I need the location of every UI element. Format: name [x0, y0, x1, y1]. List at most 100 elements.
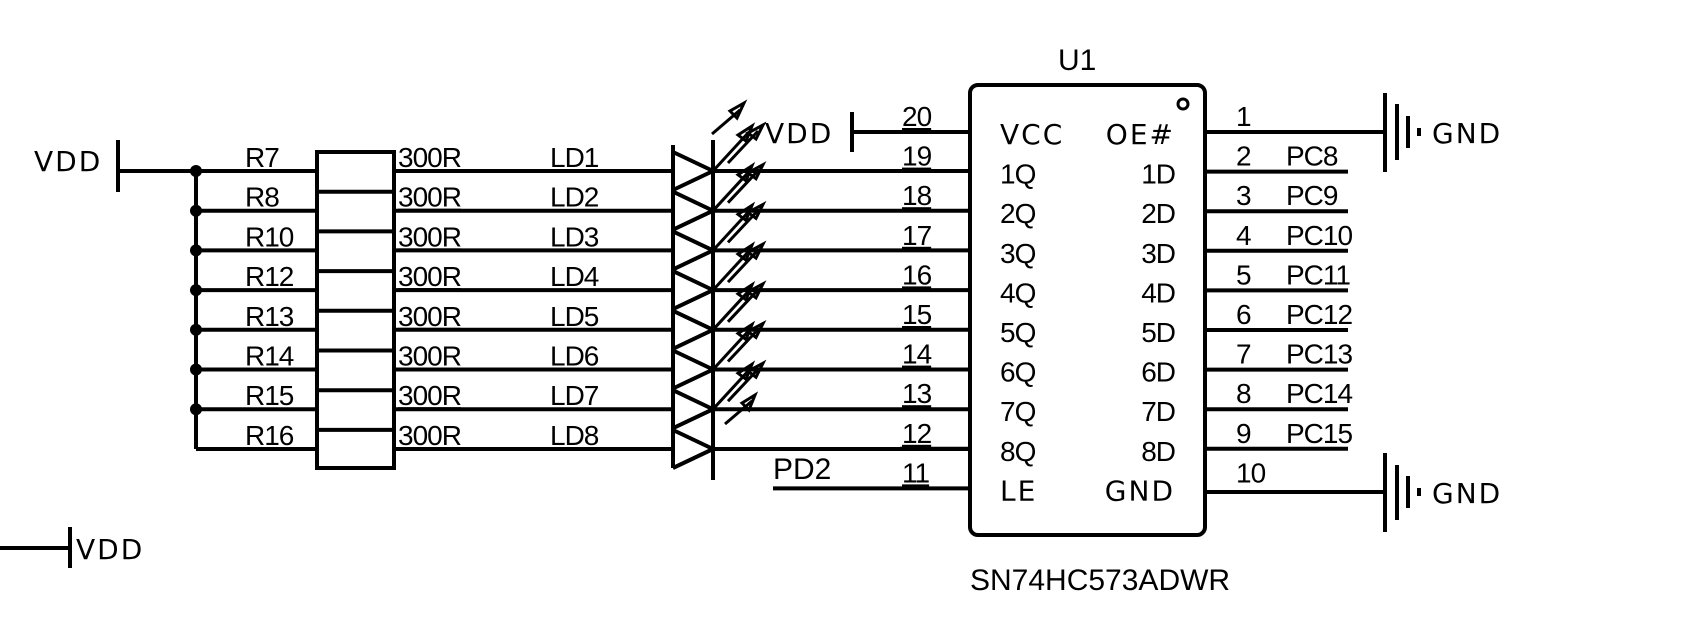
- led-ref: LD5: [550, 301, 599, 332]
- pin-name: OE#: [1106, 118, 1175, 151]
- arrowhead-icon: [745, 319, 767, 340]
- led-triangle-icon: [672, 229, 718, 272]
- vdd-top-label: VDD: [765, 117, 833, 150]
- net-label: PC15: [1286, 418, 1352, 449]
- arrowhead-icon: [745, 240, 767, 261]
- resistor-value: 300R: [398, 380, 461, 411]
- chip-part-number: SN74HC573ADWR: [970, 564, 1230, 597]
- resistor-ref: R12: [245, 261, 294, 292]
- pin-number: 4: [1236, 220, 1251, 251]
- resistor-value: 300R: [398, 221, 461, 252]
- resistor-ref: R15: [245, 380, 294, 411]
- led-ref: LD1: [550, 142, 599, 173]
- arrowhead-icon: [739, 391, 759, 413]
- pin-number: 9: [1236, 418, 1251, 449]
- chip-ref: U1: [1058, 44, 1096, 77]
- pin-name: 4Q: [1000, 277, 1036, 308]
- pin-number: 16: [902, 259, 932, 290]
- pin-number: 14: [902, 339, 932, 370]
- pin-number: 13: [902, 378, 932, 409]
- net-label: PC10: [1286, 220, 1352, 251]
- junction-dot-icon: [190, 363, 202, 376]
- led: LD7: [550, 359, 970, 431]
- resistor-row: R16 300R: [245, 420, 673, 451]
- resistor-value: 300R: [398, 142, 461, 173]
- vdd-bottom-label: VDD: [76, 533, 144, 566]
- led-ref: LD3: [550, 221, 599, 252]
- chip-left-pins: 20VCC191Q182Q173Q164Q155Q146Q137Q128Q11L…: [773, 101, 1062, 507]
- pin-number: 19: [902, 141, 932, 172]
- gnd-top-symbol: GND: [1383, 93, 1502, 172]
- pin-name: 1D: [1141, 159, 1175, 190]
- le-net-label: PD2: [773, 453, 831, 486]
- resistor-value: 300R: [398, 420, 461, 451]
- net-label: PC12: [1286, 299, 1352, 330]
- resistor-ref: R13: [245, 301, 294, 332]
- resistor-row: R15 300R: [190, 380, 673, 416]
- resistor-ref: R14: [245, 341, 294, 372]
- resistor-value: 300R: [398, 182, 461, 213]
- resistor-ref: R8: [245, 182, 279, 213]
- junction-dot-icon: [190, 204, 202, 217]
- net-label: PC11: [1286, 259, 1350, 290]
- junction-dot-icon: [190, 284, 202, 297]
- pin-number: 18: [902, 180, 932, 211]
- arrowhead-icon: [745, 200, 767, 221]
- pin-number: 7: [1236, 339, 1251, 370]
- led-triangle-icon: [672, 388, 718, 431]
- pin-name: 1Q: [1000, 159, 1036, 190]
- chip-body: [968, 83, 1207, 537]
- pin-number: 1: [1236, 101, 1251, 132]
- resistor-ref: R7: [245, 142, 279, 173]
- resistor-ref: R16: [245, 420, 294, 451]
- pin-number: 2: [1236, 141, 1251, 172]
- junction-dot-icon: [190, 165, 202, 177]
- pin-name: 3D: [1141, 238, 1175, 269]
- gnd-bottom-symbol: GND: [1383, 453, 1502, 532]
- vdd-left-label: VDD: [34, 145, 102, 178]
- arrowhead-icon: [727, 99, 748, 121]
- pin-name: 4D: [1141, 277, 1175, 308]
- pin-number: 15: [902, 299, 932, 330]
- arrowhead-icon: [745, 359, 767, 380]
- pin-name: 7Q: [1000, 396, 1036, 427]
- vdd-left-symbol: VDD: [34, 140, 196, 192]
- resistor-row: R13 300R: [190, 301, 673, 336]
- led-triangle-icon: [672, 348, 718, 391]
- pin-number: 12: [902, 418, 932, 449]
- chip-pin-right: OE# 1: [1106, 101, 1385, 151]
- chip-pin-left: 13 7Q: [902, 378, 1037, 427]
- vdd-top-symbol: VDD: [765, 112, 970, 152]
- net-label: PC14: [1286, 378, 1352, 409]
- gnd-top-label: GND: [1432, 117, 1502, 150]
- led-ref: LD6: [550, 341, 599, 372]
- led-triangle-icon: [672, 428, 718, 470]
- pin-name: 8D: [1141, 436, 1175, 467]
- pin-name: 8Q: [1000, 436, 1036, 467]
- pin1-marker-icon: [1176, 97, 1190, 111]
- resistor-row: R7 300R: [190, 142, 673, 177]
- led-ref: LD8: [550, 420, 599, 451]
- gnd-bottom-label: GND: [1432, 477, 1502, 510]
- arrowhead-icon: [745, 121, 767, 142]
- led-triangle-icon: [672, 189, 718, 232]
- pin-name: LE: [1000, 474, 1037, 507]
- chip-pin-left: 16 4Q: [902, 259, 1037, 308]
- pin-number: 20: [902, 101, 932, 132]
- pin-number: 10: [1236, 457, 1266, 488]
- junction-dot-icon: [190, 323, 202, 336]
- resistor-value: 300R: [398, 301, 461, 332]
